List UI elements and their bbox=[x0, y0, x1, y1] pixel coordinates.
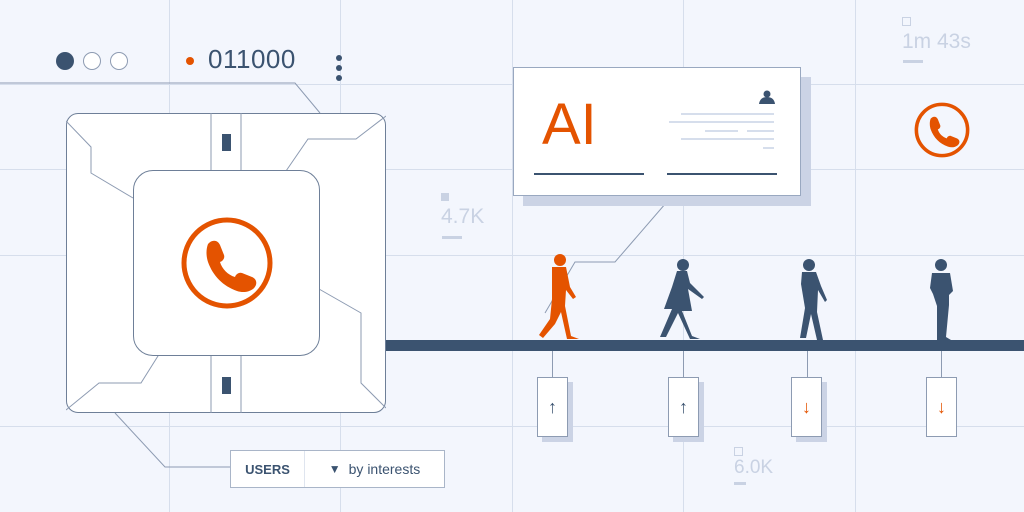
phone-call-icon[interactable] bbox=[914, 102, 970, 158]
trend-connector bbox=[807, 351, 808, 378]
bottom-metric: 6.0K bbox=[734, 457, 774, 478]
timeline-track bbox=[386, 340, 1024, 351]
metric-marker bbox=[441, 193, 449, 201]
status-dot bbox=[186, 57, 194, 65]
left-metric: 4.7K bbox=[441, 205, 485, 228]
user-filter[interactable]: USERS ▼ by interests bbox=[230, 450, 445, 488]
trend-connector bbox=[552, 351, 553, 378]
grid-line bbox=[512, 0, 513, 512]
arrow-down-icon: ↓ bbox=[937, 396, 946, 417]
standing-person-figure[interactable] bbox=[927, 258, 957, 342]
walking-woman-figure[interactable] bbox=[655, 258, 713, 342]
sort-label: by interests bbox=[348, 461, 421, 477]
text-line bbox=[681, 138, 774, 140]
arrow-up-icon: ↑ bbox=[548, 396, 557, 417]
arrow-up-icon: ↑ bbox=[679, 396, 688, 417]
slot-indicator bbox=[222, 134, 231, 151]
caret-down-icon: ▼ bbox=[328, 462, 341, 476]
counter-value: 011000 bbox=[208, 44, 296, 74]
grid-line bbox=[0, 426, 1024, 427]
grid-line bbox=[855, 0, 856, 512]
ai-label: AI bbox=[542, 92, 597, 157]
grid-line bbox=[683, 0, 684, 512]
signature-line bbox=[534, 173, 644, 175]
phone-call-icon bbox=[181, 217, 273, 309]
text-line bbox=[681, 113, 774, 115]
text-line bbox=[747, 130, 774, 132]
trend-up-box[interactable]: ↑ bbox=[537, 377, 568, 437]
walking-man-figure[interactable] bbox=[530, 253, 585, 341]
text-line bbox=[669, 121, 774, 123]
pager-dot[interactable] bbox=[83, 52, 101, 70]
filter-category[interactable]: USERS bbox=[231, 451, 305, 487]
slot-indicator bbox=[222, 377, 231, 394]
user-icon bbox=[759, 90, 775, 104]
trend-up-box[interactable]: ↑ bbox=[668, 377, 699, 437]
trend-down-box[interactable]: ↓ bbox=[791, 377, 822, 437]
signature-line bbox=[667, 173, 777, 175]
duration-metric: 1m 43s bbox=[902, 30, 971, 53]
pager-dot[interactable] bbox=[110, 52, 128, 70]
call-button-panel[interactable] bbox=[133, 170, 320, 356]
grid-line bbox=[0, 255, 1024, 256]
metric-marker bbox=[902, 17, 911, 26]
ai-card[interactable]: AI bbox=[513, 67, 801, 196]
trend-connector bbox=[683, 351, 684, 378]
walking-person-figure[interactable] bbox=[795, 258, 831, 342]
sort-dropdown[interactable]: ▼ by interests bbox=[305, 451, 444, 487]
trend-connector bbox=[941, 351, 942, 378]
text-line bbox=[763, 147, 774, 149]
vertical-dots-icon[interactable] bbox=[336, 55, 342, 81]
metric-underline bbox=[442, 236, 462, 239]
arrow-down-icon: ↓ bbox=[802, 396, 811, 417]
metric-underline bbox=[903, 60, 923, 63]
grid-line bbox=[0, 84, 1024, 85]
metric-marker bbox=[734, 447, 743, 456]
trend-down-box[interactable]: ↓ bbox=[926, 377, 957, 437]
text-line bbox=[705, 130, 738, 132]
metric-underline bbox=[734, 482, 746, 485]
grid-line bbox=[0, 169, 1024, 170]
pager-dot-active[interactable] bbox=[56, 52, 74, 70]
